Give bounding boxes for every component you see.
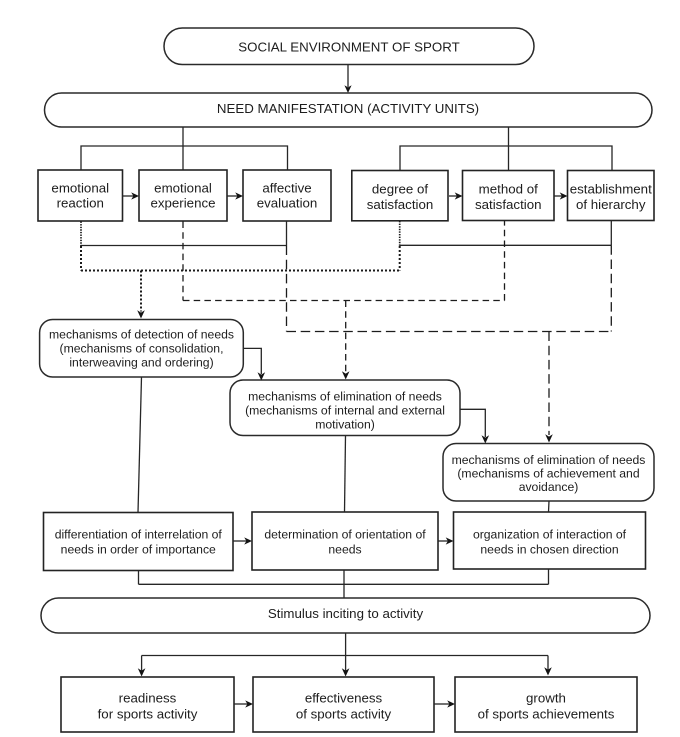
svg-text:differentiation of interrelati: differentiation of interrelation of — [55, 528, 223, 542]
svg-text:establishment: establishment — [570, 182, 652, 197]
svg-text:mechanisms of detection of nee: mechanisms of detection of needs — [49, 328, 234, 342]
svg-text:NEED MANIFESTATION (ACTIVITY U: NEED MANIFESTATION (ACTIVITY UNITS) — [217, 101, 479, 116]
svg-text:of sports activity: of sports activity — [296, 707, 392, 722]
svg-text:interweaving and ordering): interweaving and ordering) — [69, 356, 213, 370]
svg-text:for sports activity: for sports activity — [98, 707, 198, 722]
svg-text:emotional: emotional — [154, 181, 212, 196]
svg-text:Stimulus inciting to activity: Stimulus inciting to activity — [268, 606, 424, 621]
svg-text:growth: growth — [526, 691, 566, 706]
svg-text:(mechanisms of achievement and: (mechanisms of achievement and — [457, 467, 639, 481]
svg-text:mechanisms of elimination of n: mechanisms of elimination of needs — [248, 390, 442, 404]
svg-text:(mechanisms of consolidation,: (mechanisms of consolidation, — [60, 342, 224, 356]
svg-text:effectiveness: effectiveness — [305, 691, 383, 706]
svg-text:needs: needs — [328, 543, 361, 557]
svg-text:avoidance): avoidance) — [519, 480, 579, 494]
svg-text:of sports achievements: of sports achievements — [478, 707, 615, 722]
svg-text:of hierarchy: of hierarchy — [576, 197, 646, 212]
svg-text:emotional: emotional — [51, 181, 109, 196]
svg-text:determination of orientation o: determination of orientation of — [264, 528, 426, 542]
svg-text:evaluation: evaluation — [257, 196, 318, 211]
svg-text:affective: affective — [262, 181, 311, 196]
svg-text:degree of: degree of — [372, 182, 428, 197]
svg-text:organization of interaction of: organization of interaction of — [473, 528, 627, 542]
svg-text:needs in order of importance: needs in order of importance — [61, 543, 216, 557]
svg-text:method of: method of — [479, 182, 538, 197]
svg-text:mechanisms of elimination of n: mechanisms of elimination of needs — [452, 453, 646, 467]
svg-text:satisfaction: satisfaction — [475, 197, 542, 212]
svg-text:needs in chosen direction: needs in chosen direction — [480, 543, 618, 557]
svg-text:(mechanisms of internal and ex: (mechanisms of internal and external — [245, 404, 445, 418]
svg-text:SOCIAL ENVIRONMENT OF SPORT: SOCIAL ENVIRONMENT OF SPORT — [238, 40, 459, 55]
svg-text:readiness: readiness — [119, 691, 177, 706]
svg-text:experience: experience — [150, 196, 215, 211]
svg-text:reaction: reaction — [57, 196, 104, 211]
svg-text:motivation): motivation) — [315, 418, 375, 432]
svg-text:satisfaction: satisfaction — [367, 197, 434, 212]
